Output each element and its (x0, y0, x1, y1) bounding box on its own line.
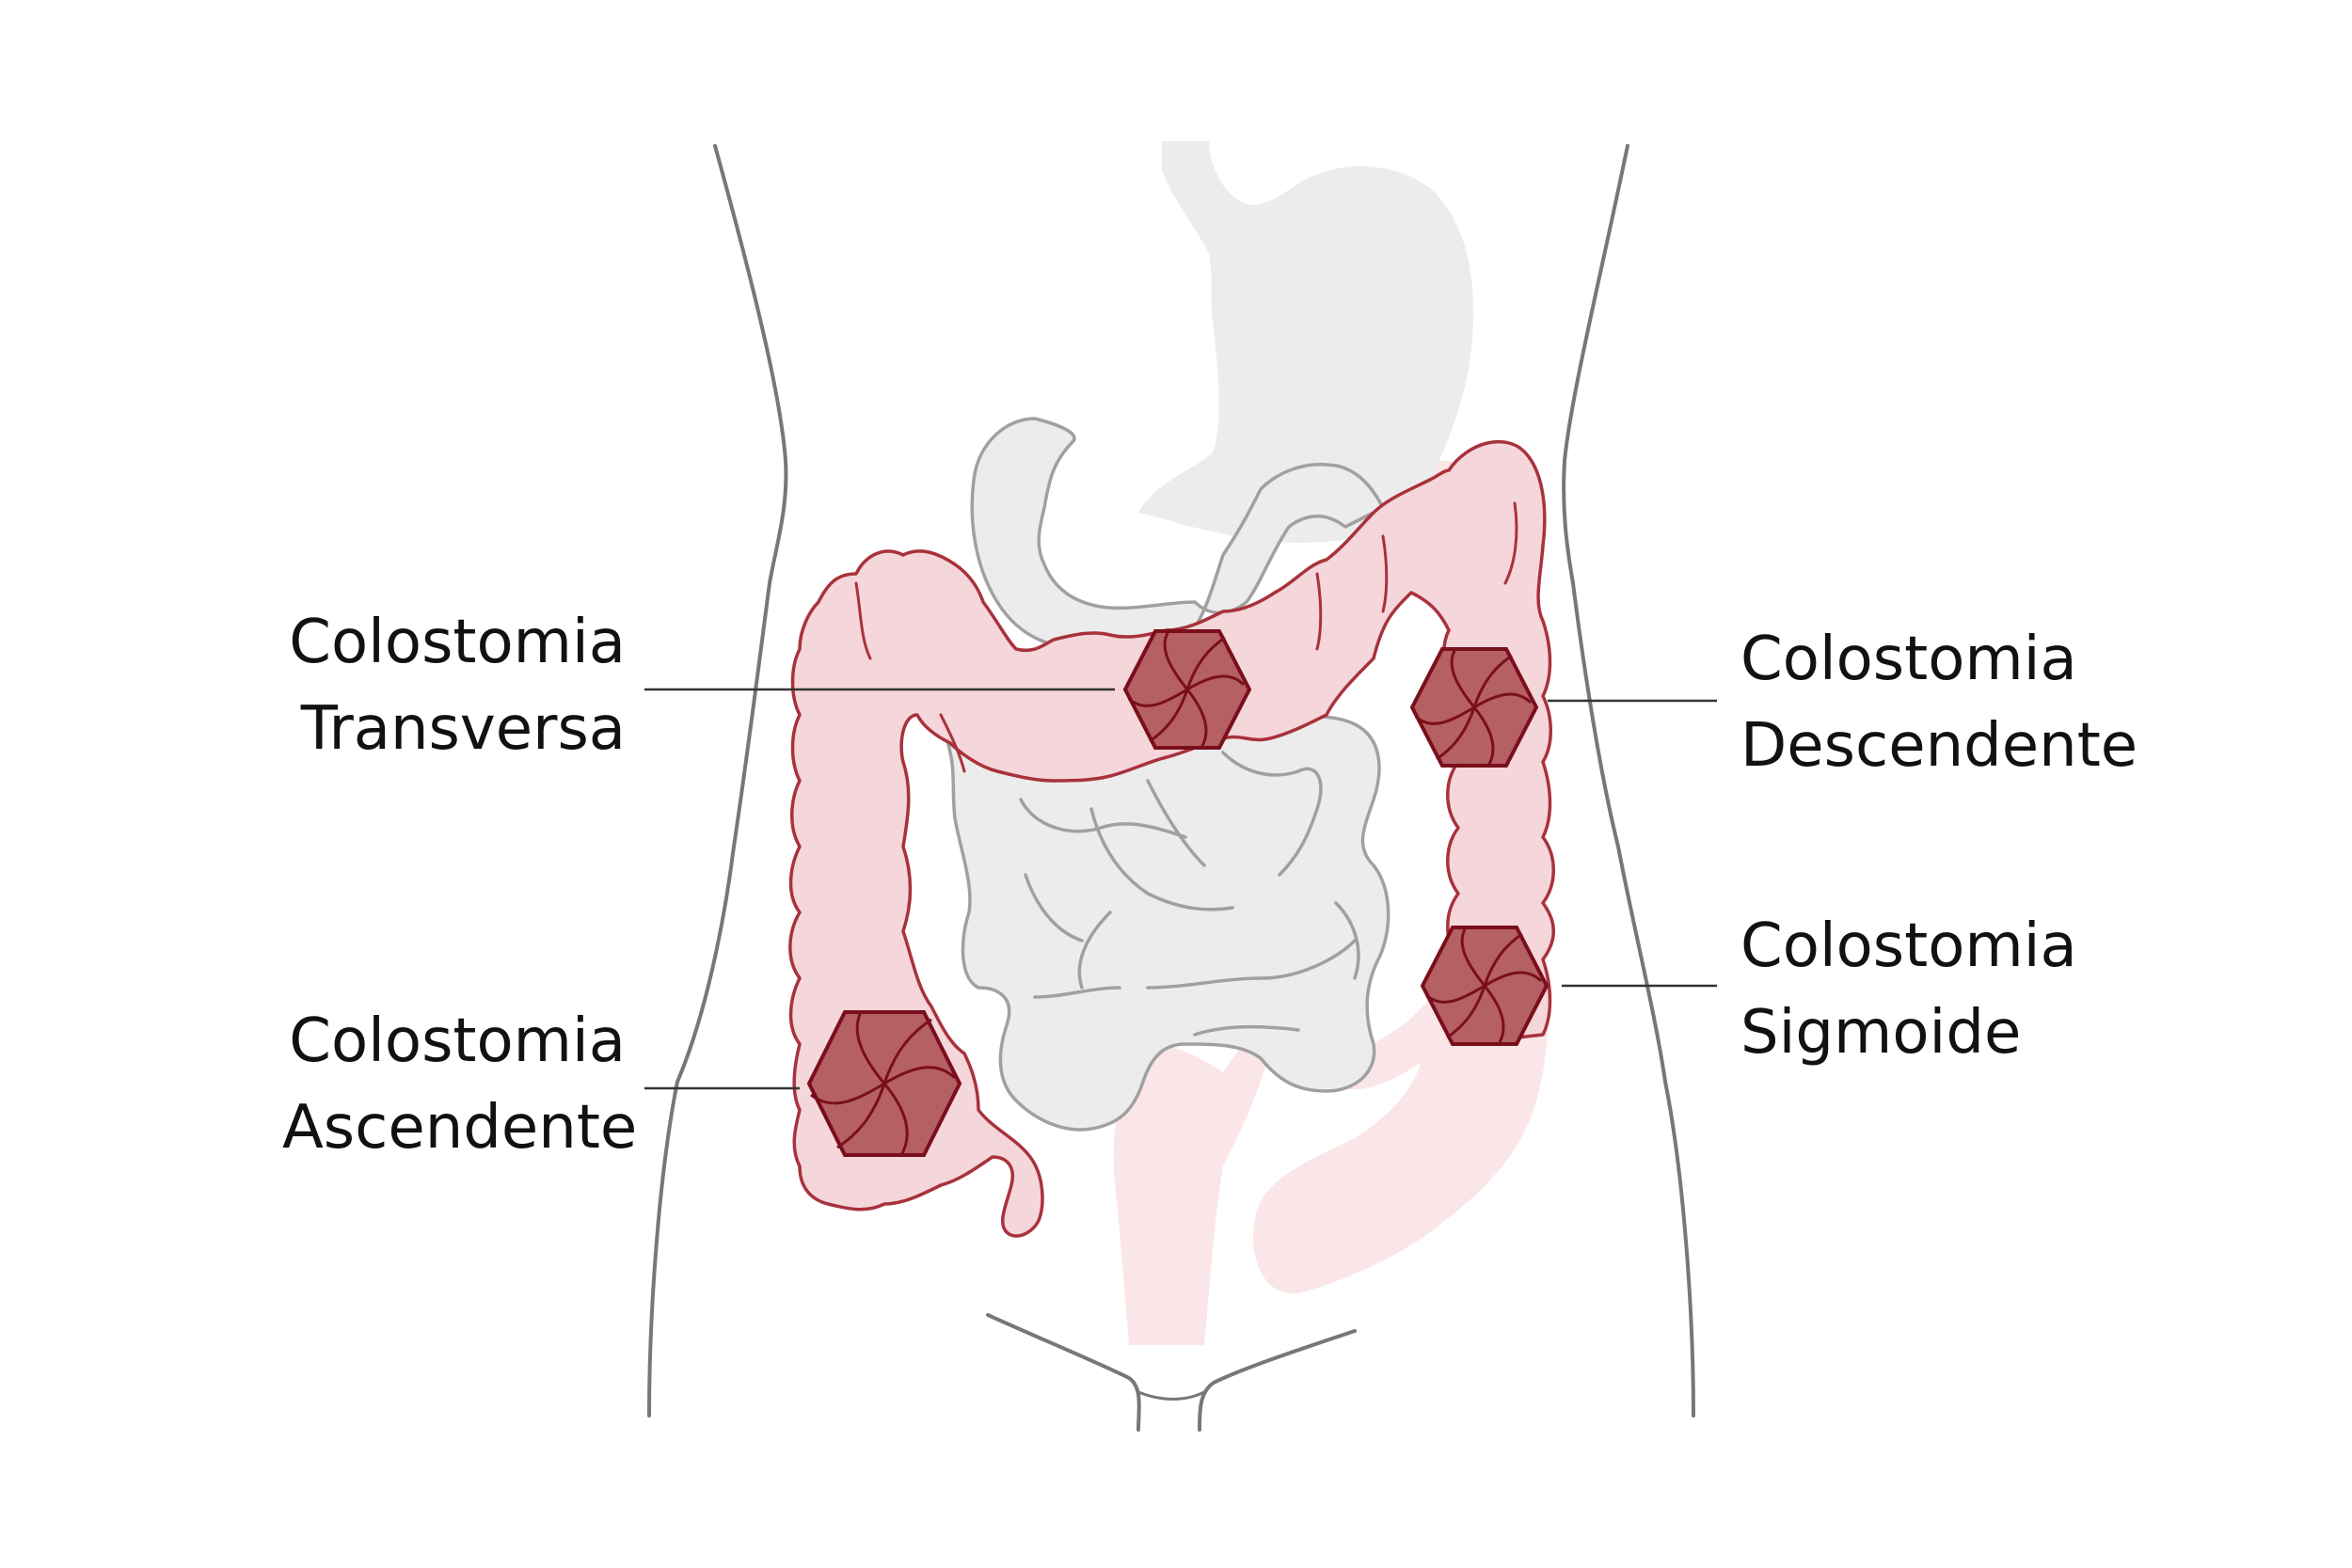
stoma-transversa (1122, 629, 1252, 750)
label-colostomia-transversa: Colostomia Transversa (282, 599, 626, 772)
stoma-descendente (1409, 647, 1539, 768)
duodenum (970, 417, 1385, 651)
stoma-sigmoide-swirl (1425, 927, 1543, 1045)
body-left-contour (647, 144, 788, 1418)
small-intestine-folds (1019, 751, 1360, 1037)
leader-lines (644, 688, 1717, 1090)
label-transversa-line1: Colostomia (289, 608, 626, 677)
label-sigmoide-line1: Colostomia (1740, 911, 2077, 981)
stomach (1138, 141, 1474, 543)
stoma-sigmoide (1420, 926, 1549, 1046)
colon-haustra (854, 501, 1518, 773)
label-ascendente-line1: Colostomia (289, 1006, 626, 1076)
pelvis-right-contour (1198, 1329, 1357, 1432)
label-sigmoide-line2: Sigmoide (1740, 998, 2022, 1068)
body-right-contour (1562, 144, 1695, 1418)
stoma-ascendente (806, 1010, 962, 1157)
stoma-descendente-swirl (1415, 648, 1533, 767)
label-colostomia-sigmoide: Colostomia Sigmoide (1740, 903, 2164, 1076)
label-transversa-line2: Transversa (300, 694, 626, 764)
label-descendente-line1: Colostomia (1740, 625, 2077, 694)
label-ascendente-line2: Ascendente (282, 1093, 638, 1163)
stoma-ascendente-swirl (810, 1011, 957, 1156)
label-colostomia-ascendente: Colostomia Ascendente (282, 998, 638, 1171)
body-outline (647, 144, 1695, 1432)
label-colostomia-descendente: Colostomia Descendente (1740, 616, 2164, 789)
stoma-transversa-swirl (1128, 630, 1246, 749)
pelvis-left-contour (986, 1313, 1141, 1432)
sigmoid-colon-shape (1113, 922, 1548, 1345)
stomas (806, 629, 1549, 1157)
pelvis-center-curve (1136, 1390, 1206, 1401)
label-descendente-line2: Descendente (1740, 711, 2138, 781)
